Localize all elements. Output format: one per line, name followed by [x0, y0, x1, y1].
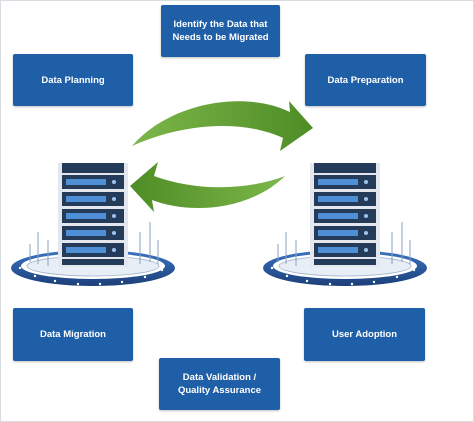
step-data-preparation-box: Data Preparation	[305, 54, 426, 106]
step-identify-data-label: Identify the Data that Needs to be Migra…	[172, 19, 269, 43]
step-user-adoption-box: User Adoption	[304, 308, 425, 361]
step-data-preparation-label: Data Preparation	[327, 74, 404, 86]
server-rack-icon	[263, 163, 427, 286]
step-user-adoption-label: User Adoption	[331, 329, 398, 340]
step-data-validation-label: Data Validation / Quality Assurance	[177, 372, 262, 396]
cycle-arrow-top-icon	[132, 101, 313, 151]
server-rack-icon	[11, 163, 175, 286]
step-data-migration-label: Data Migration	[40, 329, 106, 340]
step-data-migration-box: Data Migration	[13, 308, 133, 361]
step-data-planning-label: Data Planning	[41, 74, 105, 86]
cycle-arrow-bottom-icon	[130, 162, 285, 212]
step-data-validation-box: Data Validation / Quality Assurance	[159, 358, 280, 410]
step-identify-data-box: Identify the Data that Needs to be Migra…	[161, 5, 280, 57]
step-data-planning-box: Data Planning	[13, 54, 133, 106]
